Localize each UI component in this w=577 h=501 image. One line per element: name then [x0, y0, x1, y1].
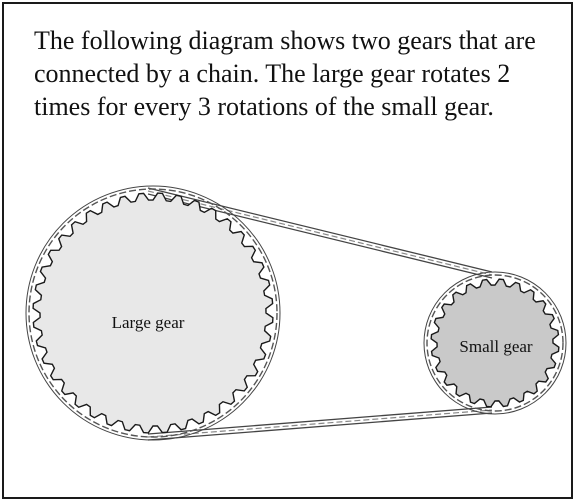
large-gear-body: [32, 192, 274, 434]
large-gear-chain-wrap-outer: [25, 185, 281, 441]
chain-top-run: [147, 187, 493, 279]
chain-bottom-run: [147, 406, 493, 441]
small-gear-chain-wrap-outer: [423, 271, 567, 415]
chain: [147, 187, 493, 441]
small-gear-body: [430, 278, 560, 408]
small-gear-chain-wrap: [426, 274, 564, 412]
large-gear-chain-wrap: [28, 188, 278, 438]
small-gear: Small gear: [423, 271, 567, 415]
question-text: The following diagram shows two gears th…: [34, 26, 536, 121]
large-gear-label: Large gear: [112, 313, 185, 332]
small-gear-label: Small gear: [459, 337, 533, 356]
large-gear: Large gear: [25, 185, 281, 441]
